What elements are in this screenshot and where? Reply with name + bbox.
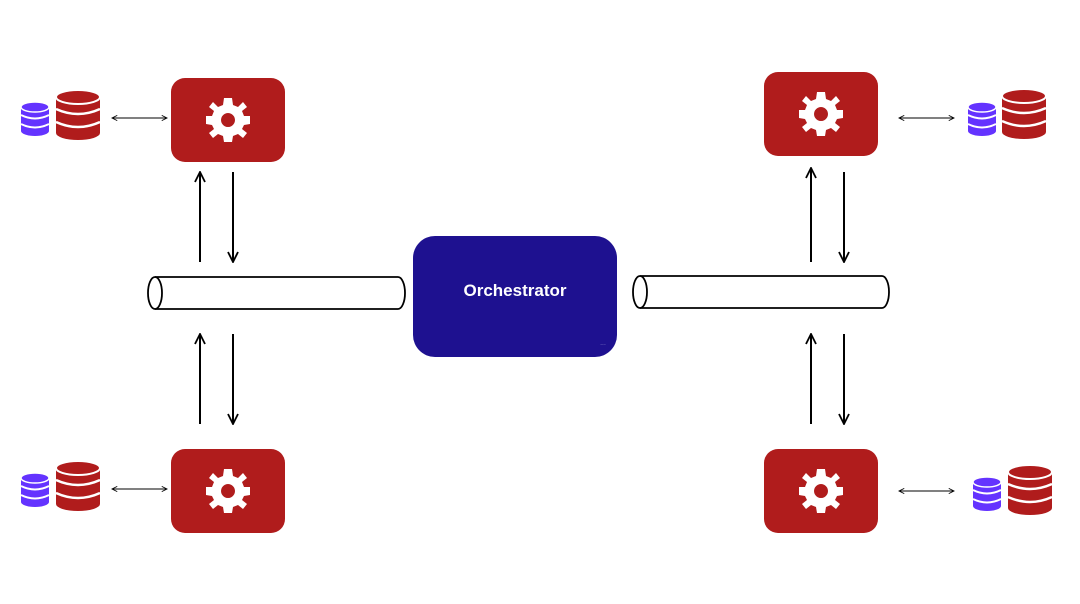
secondary-db-icon [20, 472, 50, 508]
service-top-right[interactable] [764, 72, 878, 156]
orchestrator-dots: ... [600, 340, 606, 347]
databases-bottom-right [972, 463, 1054, 517]
primary-db-icon [1006, 463, 1054, 517]
secondary-db-icon [967, 101, 997, 137]
databases-top-right [967, 87, 1048, 141]
primary-db-icon [54, 88, 102, 142]
primary-db-icon [54, 459, 102, 513]
right-message-pipe [632, 275, 890, 309]
secondary-db-icon [972, 476, 1002, 512]
service-bottom-left[interactable] [171, 449, 285, 533]
service-top-left[interactable] [171, 78, 285, 162]
orchestrator-label: Orchestrator [464, 281, 567, 300]
primary-db-icon [1000, 87, 1048, 141]
secondary-db-icon [20, 101, 50, 137]
service-bottom-right[interactable] [764, 449, 878, 533]
left-message-pipe [147, 276, 406, 310]
databases-bottom-left [20, 459, 102, 513]
orchestrator-node[interactable]: Orchestrator ... [413, 236, 617, 357]
databases-top-left [20, 88, 102, 142]
